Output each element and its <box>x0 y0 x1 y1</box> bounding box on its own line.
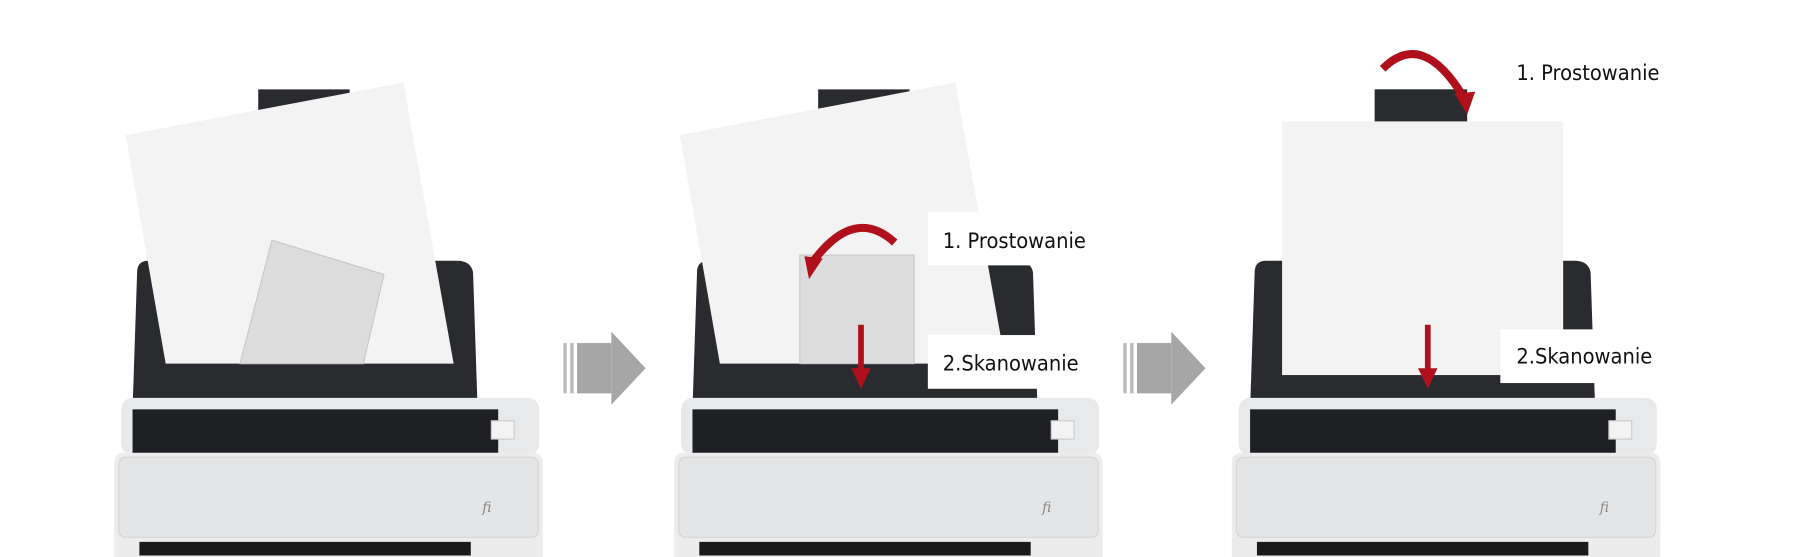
label-scan: 2.Skanowanie <box>1516 345 1652 370</box>
step-3-straightened: 1. Prostowanie 2.Skanowanie <box>1231 45 1684 557</box>
small-straightened-paper <box>799 254 915 365</box>
step-2-straightening: 1. Prostowanie 2.Skanowanie <box>673 82 1105 557</box>
step-1-skewed-document <box>113 82 544 557</box>
label-scan: 2.Skanowanie <box>943 351 1079 376</box>
flow-arrow-2 <box>1123 331 1206 405</box>
large-skewed-paper <box>679 82 1006 364</box>
label-straighten: 1. Prostowanie <box>943 229 1086 254</box>
small-skewed-paper <box>239 239 385 365</box>
down-arrow-icon <box>1424 324 1431 373</box>
rotate-arrow-icon <box>810 224 898 264</box>
down-arrow-icon <box>858 324 864 373</box>
rotate-arrow-icon <box>1379 50 1468 100</box>
flow-arrow-1 <box>563 331 646 405</box>
label-straighten: 1. Prostowanie <box>1516 61 1659 86</box>
